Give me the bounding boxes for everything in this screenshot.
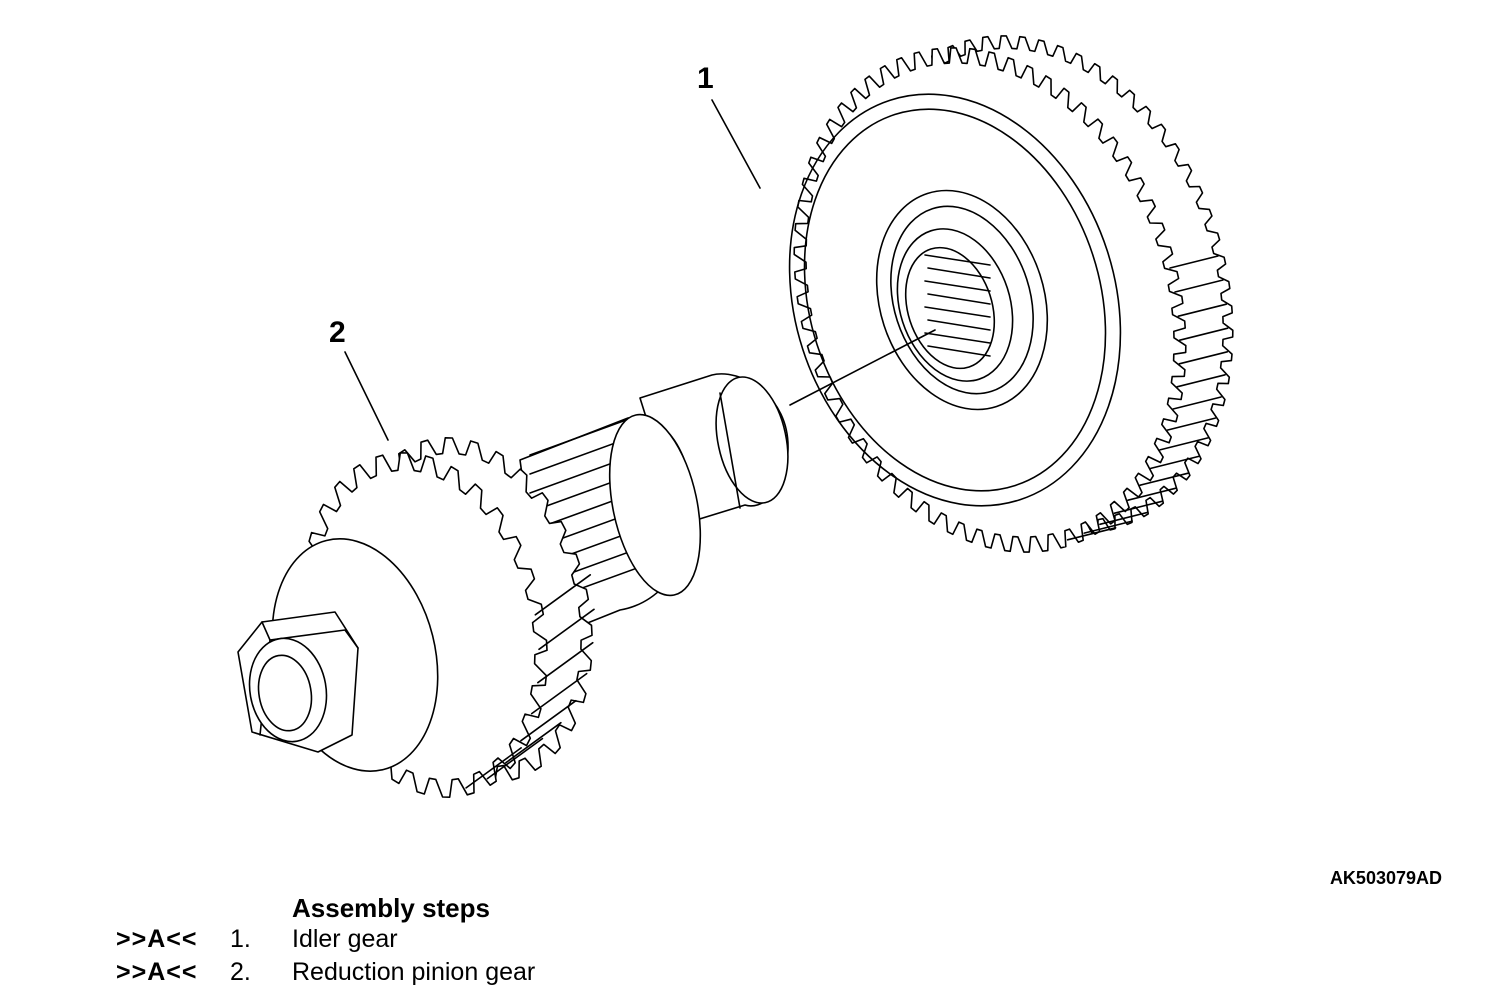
step-name: Idler gear — [292, 925, 398, 953]
gear-tooth-line — [1139, 472, 1189, 487]
gear-tooth-line — [534, 573, 592, 616]
gear-tooth-line — [538, 608, 595, 651]
gear-tooth-line — [1174, 279, 1224, 293]
leader-line-1 — [711, 99, 761, 189]
spline-line — [924, 254, 991, 266]
step-mark: >>A<< — [116, 925, 198, 953]
gear-tooth-line — [1178, 327, 1229, 342]
gear-tooth-line — [465, 747, 522, 789]
gear-tooth-line — [486, 737, 544, 780]
assembly-steps-heading: Assembly steps — [292, 893, 490, 923]
reduction-pinion-gear-illustration — [237, 373, 789, 798]
idler-gear-face-rim — [788, 93, 1122, 507]
callout-label-1: 1 — [697, 62, 714, 95]
spline-line — [924, 306, 991, 318]
gear-tooth-line — [1166, 417, 1217, 431]
gear-tooth-line — [1113, 500, 1164, 515]
gear-tooth-line — [1169, 255, 1219, 269]
pinion-collar — [608, 413, 702, 597]
idler-gear-bore — [904, 246, 996, 370]
leader-line-2 — [344, 351, 389, 441]
idler-gear-bore-outer — [896, 228, 1014, 382]
gear-tooth-line — [1149, 455, 1200, 470]
pinion-gear-tooth-lines — [465, 573, 595, 789]
spline-line — [927, 345, 991, 357]
spline-line — [927, 319, 991, 331]
assembly-axis-line — [789, 329, 936, 406]
gear-tooth-line — [1159, 437, 1209, 451]
step-mark: >>A<< — [116, 958, 198, 986]
gear-tooth-line — [1178, 350, 1229, 365]
assembly-step: >>A<< 2. Reduction pinion gear — [0, 958, 700, 990]
gear-tooth-line — [520, 699, 577, 742]
assembly-step: >>A<< 1. Idler gear — [0, 925, 700, 957]
idler-gear-hub-outer — [875, 189, 1049, 411]
step-name: Reduction pinion gear — [292, 958, 536, 986]
step-number: 1. — [230, 925, 251, 953]
pinion-bore — [257, 654, 313, 732]
idler-gear-face-inner — [803, 108, 1107, 492]
step-number: 2. — [230, 958, 251, 986]
idler-gear-splines — [924, 254, 991, 357]
spline-line — [529, 414, 641, 456]
gear-tooth-line — [1127, 487, 1177, 502]
gear-tooth-line — [1172, 396, 1222, 410]
gear-tooth-line — [1066, 526, 1117, 541]
gear-diagram — [237, 35, 1234, 798]
gear-tooth-line — [1176, 373, 1226, 388]
callout-label-2: 2 — [329, 316, 346, 349]
idler-gear-front-teeth — [793, 47, 1187, 553]
gear-tooth-line — [536, 641, 594, 684]
idler-gear-illustration — [788, 35, 1234, 553]
gear-tooth-line — [1083, 520, 1133, 534]
gear-tooth-line — [1099, 511, 1149, 526]
spline-line — [927, 267, 991, 279]
gear-tooth-line — [530, 672, 588, 715]
spline-line — [927, 293, 991, 305]
idler-gear-tooth-lines — [1066, 255, 1229, 541]
gear-tooth-line — [505, 721, 562, 764]
figure-id: AK503079AD — [1329, 868, 1442, 888]
gear-tooth-line — [1177, 303, 1228, 318]
spline-line — [924, 332, 991, 344]
idler-gear-hub-ring — [890, 205, 1034, 395]
spline-line — [924, 280, 991, 292]
